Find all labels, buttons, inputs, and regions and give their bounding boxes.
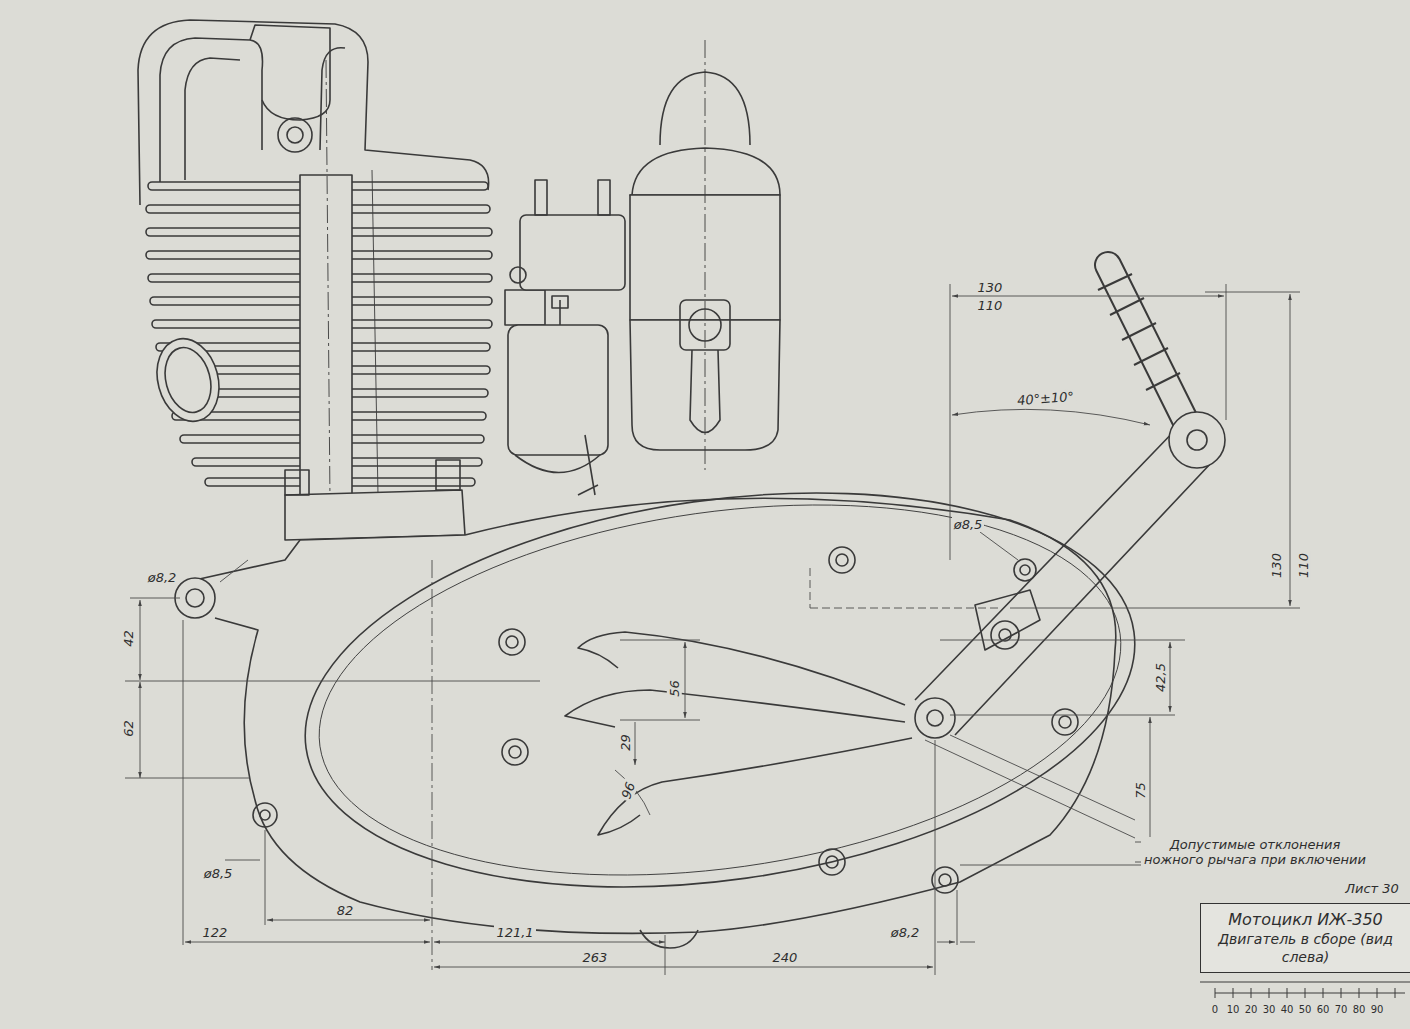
scale-number: 50 <box>1298 1004 1313 1016</box>
dimension-label: 82 <box>335 903 356 918</box>
scale-number: 30 <box>1262 1004 1277 1016</box>
dimension-label: 110 <box>976 298 1005 313</box>
dimension-label: 122 <box>201 925 230 940</box>
dimension-label: 42 <box>120 628 135 649</box>
sheet-number: Лист 30 <box>1343 881 1401 896</box>
scale-number: 80 <box>1352 1004 1367 1016</box>
scale-number: 10 <box>1226 1004 1241 1016</box>
dimension-label: 240 <box>771 950 800 965</box>
scale-number: 70 <box>1334 1004 1349 1016</box>
title-block: Мотоцикл ИЖ-350Двигатель в сборе (вид сл… <box>1200 903 1410 973</box>
dimension-label: 42,5 <box>1152 661 1167 694</box>
dimension-label: 62 <box>120 718 135 739</box>
note-text: Допустимые отклонения ножного рычага при… <box>1141 837 1370 867</box>
dimension-label: ø8,5 <box>202 866 235 881</box>
dimension-label: 110 <box>1295 551 1310 580</box>
dimension-label: 130 <box>1268 551 1283 580</box>
dimension-label: 75 <box>1132 780 1147 801</box>
scale-number: 40 <box>1280 1004 1295 1016</box>
drawing-title: Мотоцикл ИЖ-350 <box>1207 910 1404 930</box>
dimension-label: 40°±10° <box>1014 388 1076 407</box>
scale-number: 20 <box>1244 1004 1259 1016</box>
dimension-label: 263 <box>581 950 610 965</box>
dimension-label: ø8,5 <box>952 517 985 532</box>
dimension-label: ø8,2 <box>146 570 179 585</box>
dimension-label: 130 <box>976 280 1005 295</box>
scale-number: 60 <box>1316 1004 1331 1016</box>
scale-number: 90 <box>1370 1004 1385 1016</box>
drawing-subtitle: Двигатель в сборе (вид слева) <box>1207 930 1404 966</box>
dimension-label: ø8,2 <box>889 925 922 940</box>
dimension-label: 56 <box>666 678 681 699</box>
dimension-label: 29 <box>617 732 632 753</box>
dimension-label: 121,1 <box>494 925 535 940</box>
scale-number: 0 <box>1211 1004 1219 1016</box>
